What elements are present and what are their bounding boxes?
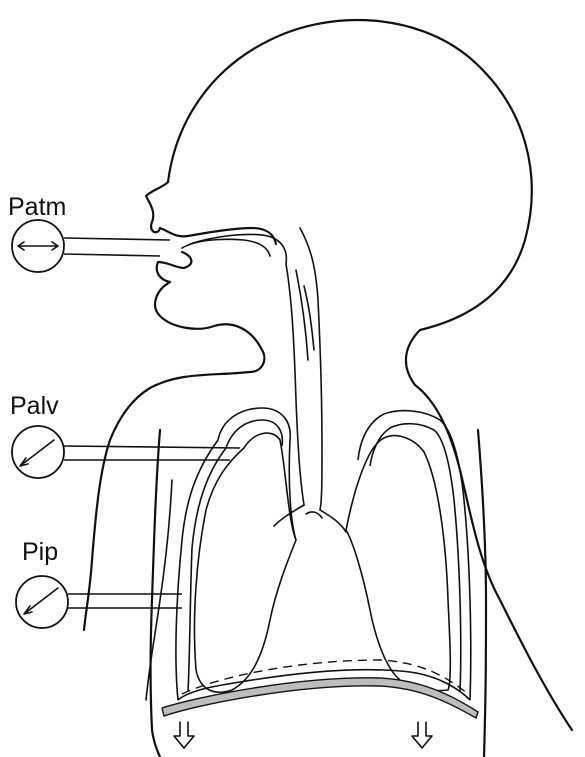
- upper-lip: [160, 228, 276, 244]
- down-arrow-right: [412, 722, 432, 748]
- label-palv: Palv: [10, 392, 59, 420]
- carina: [306, 512, 322, 518]
- face-profile: [146, 182, 168, 232]
- gauge-ip-tube: [68, 594, 182, 608]
- torso-right: [478, 430, 486, 757]
- bronchus-right: [320, 510, 346, 532]
- gauge-alv-tube: [64, 446, 240, 460]
- right-lung: [346, 436, 450, 691]
- head-outline: [168, 20, 532, 385]
- label-pip: Pip: [22, 538, 58, 566]
- gauge-ip: [16, 576, 68, 628]
- diaphragm-band: [162, 678, 478, 718]
- down-arrow-left: [174, 722, 194, 748]
- trachea-right-wall: [300, 228, 322, 510]
- esophagus-line-2: [304, 286, 314, 350]
- esophagus-line: [296, 270, 308, 360]
- gauge-atm-tube: [64, 238, 170, 256]
- lower-lip-chin: [150, 252, 264, 388]
- left-lung: [194, 433, 296, 692]
- pleural-cavity-outer: [176, 408, 471, 700]
- label-patm: Patm: [8, 193, 66, 221]
